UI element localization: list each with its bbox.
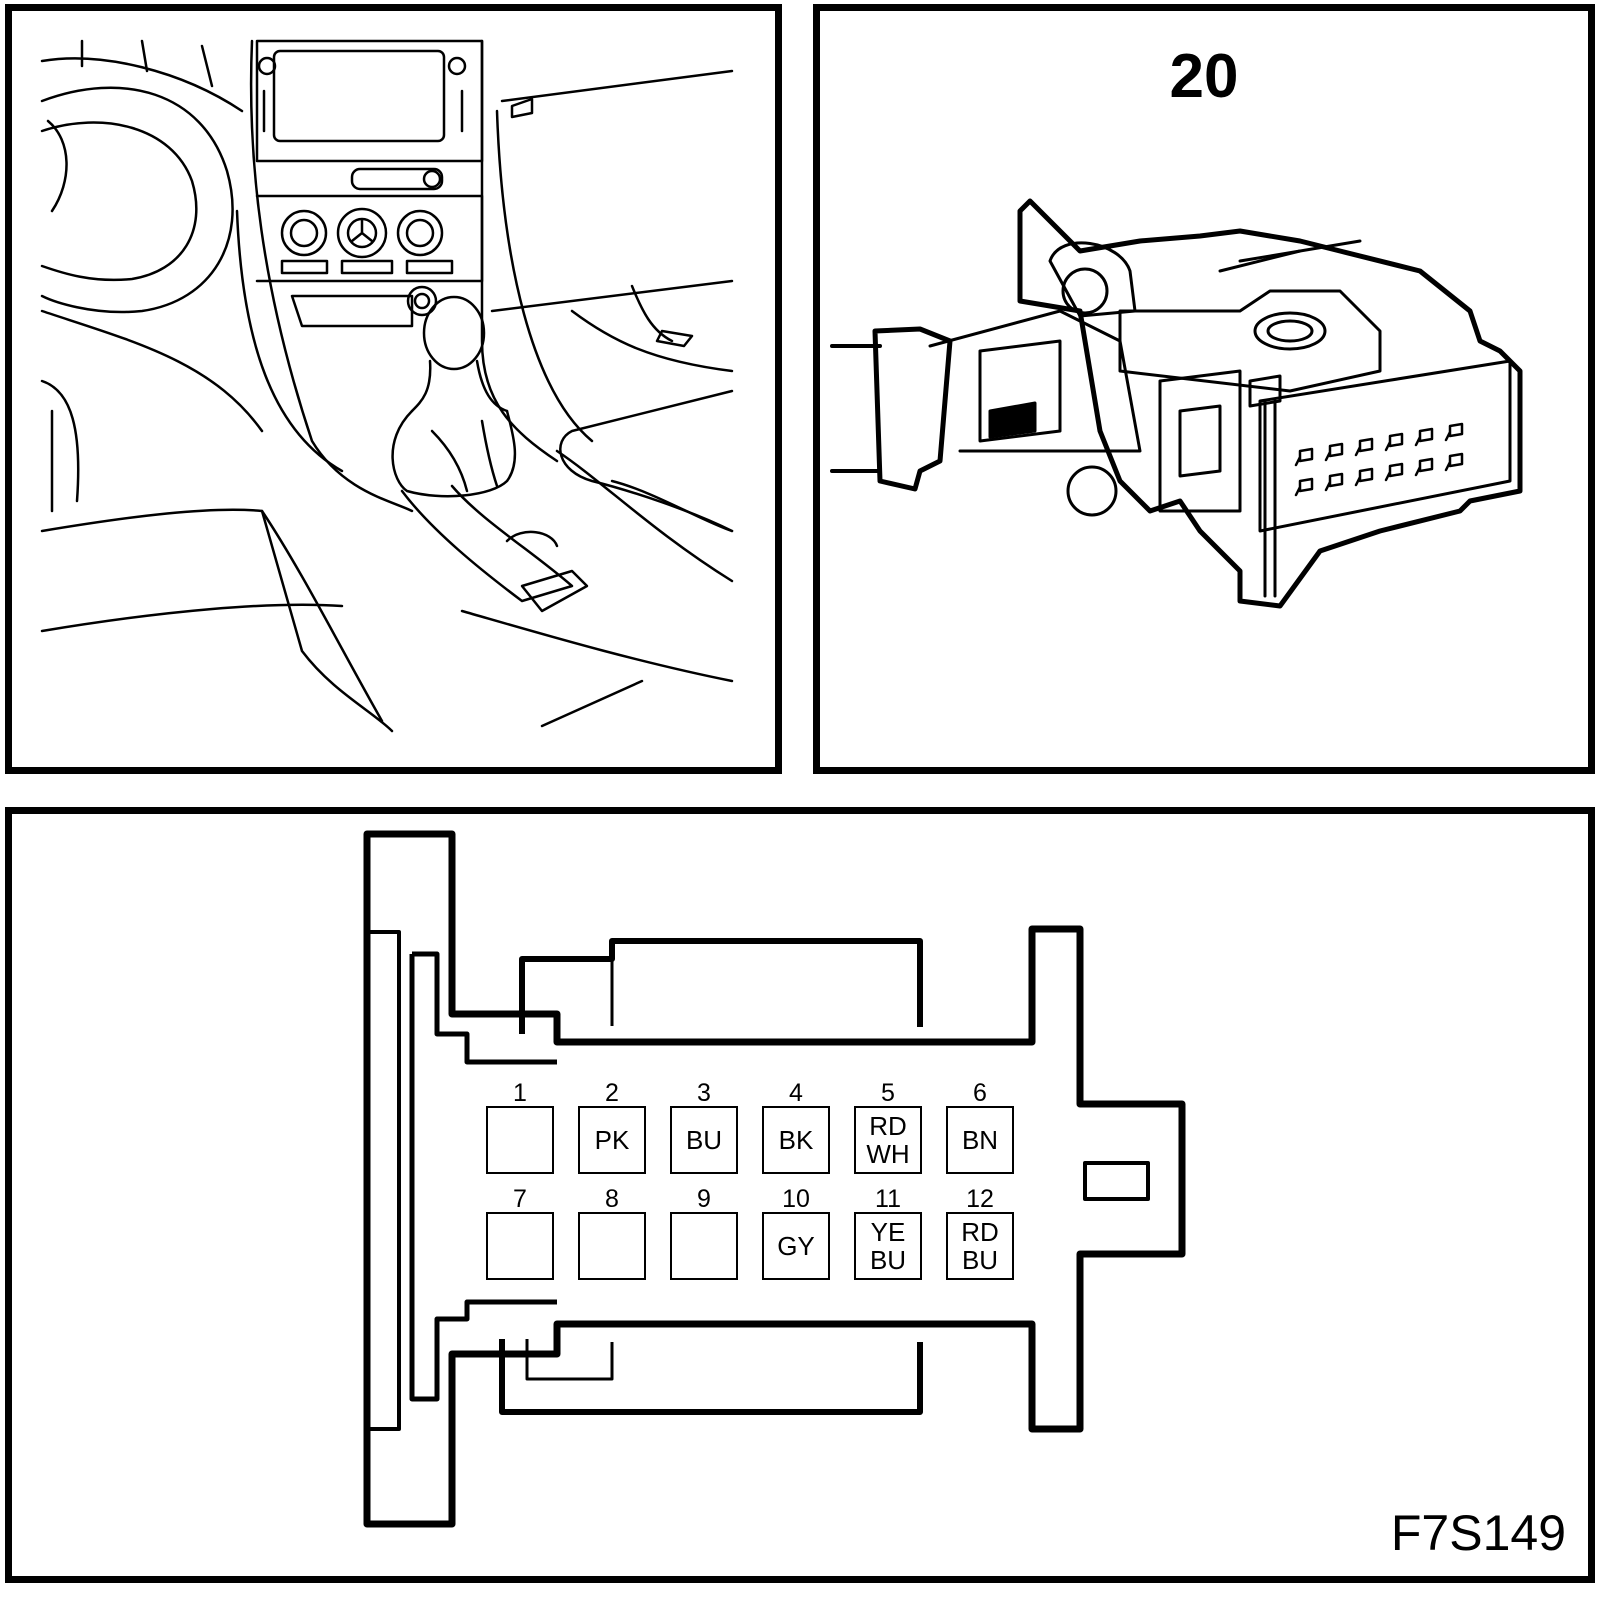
pin-1: 1 — [486, 1080, 554, 1174]
wire-color: RD — [961, 1217, 999, 1247]
wire-color: WH — [866, 1139, 910, 1169]
connector-3d-panel: 20 — [813, 4, 1595, 774]
pin-cavity — [486, 1106, 554, 1174]
pin-7: 7 — [486, 1186, 554, 1280]
pin-cavity: BU — [670, 1106, 738, 1174]
pin-number: 7 — [513, 1185, 527, 1213]
pin-9: 9 — [670, 1186, 738, 1280]
pin-cavity — [578, 1212, 646, 1280]
pin-3: 3 BU — [670, 1080, 738, 1174]
pin-number: 5 — [881, 1079, 895, 1107]
pin-cavity: PK — [578, 1106, 646, 1174]
wire-color: BU — [961, 1245, 999, 1275]
pin-number: 6 — [973, 1079, 987, 1107]
pin-12: 12 RD BU — [946, 1186, 1014, 1280]
wire-color: BU — [869, 1245, 907, 1275]
pin-2: 2 PK — [578, 1080, 646, 1174]
pin-6: 6 BN — [946, 1080, 1014, 1174]
connector-number: 20 — [1169, 42, 1239, 111]
figure-code: F7S149 — [1390, 1505, 1566, 1561]
connector-pinout-panel: 1 2 PK 3 BU 4 BK 5 RD WH 6 — [5, 807, 1595, 1583]
wire-color: GY — [777, 1231, 815, 1261]
pin-8: 8 — [578, 1186, 646, 1280]
pin-number: 3 — [697, 1079, 711, 1107]
pin-cavity: RD BU — [946, 1212, 1014, 1280]
car-interior-illustration — [40, 39, 734, 733]
pin-cavity — [670, 1212, 738, 1280]
pin-number: 10 — [782, 1185, 810, 1213]
pin-number: 12 — [966, 1185, 994, 1213]
wire-color: YE — [870, 1217, 906, 1247]
pin-11: 11 YE BU — [854, 1186, 922, 1280]
pin-5: 5 RD WH — [854, 1080, 922, 1174]
wire-color: BU — [685, 1125, 723, 1155]
pin-cavity — [486, 1212, 554, 1280]
connector-3d-illustration — [830, 198, 1523, 609]
pin-4: 4 BK — [762, 1080, 830, 1174]
connector-face-outline — [363, 830, 1186, 1528]
pin-cavity: BN — [946, 1106, 1014, 1174]
interior-location-panel — [5, 4, 782, 774]
pin-number: 4 — [789, 1079, 803, 1107]
pin-cavity: YE BU — [854, 1212, 922, 1280]
pin-number: 1 — [513, 1079, 527, 1107]
pin-10: 10 GY — [762, 1186, 830, 1280]
pin-number: 11 — [875, 1185, 901, 1213]
wire-color: BK — [778, 1125, 814, 1155]
wire-color: RD — [869, 1111, 907, 1141]
wire-color: PK — [594, 1125, 630, 1155]
pin-cavity: BK — [762, 1106, 830, 1174]
pin-cavity: GY — [762, 1212, 830, 1280]
pin-number: 8 — [605, 1185, 619, 1213]
pin-number: 2 — [605, 1079, 619, 1107]
pin-number: 9 — [697, 1185, 711, 1213]
pin-cavity: RD WH — [854, 1106, 922, 1174]
wire-color: BN — [961, 1125, 999, 1155]
